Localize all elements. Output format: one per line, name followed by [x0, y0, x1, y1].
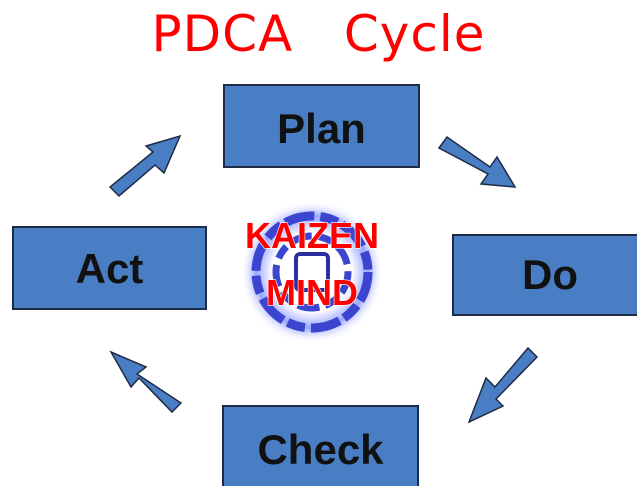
act-label: Act	[76, 245, 144, 292]
logo-text-kaizen: KAIZEN	[245, 215, 379, 256]
act-stage: Act	[12, 226, 207, 310]
logo-ring-inner	[272, 232, 352, 312]
arrow-check-to-act	[109, 350, 183, 414]
plan-label: Plan	[277, 105, 366, 152]
kaizen-mind-logo: KAIZEN MIND	[240, 200, 384, 344]
plan-box	[223, 84, 420, 168]
logo-glow	[240, 200, 384, 344]
arrow-act-to-plan	[108, 134, 182, 198]
do-box	[452, 234, 637, 316]
arrow-do-to-check	[467, 346, 539, 424]
plan-stage: Plan	[223, 84, 420, 168]
act-box	[12, 226, 207, 310]
check-box	[222, 405, 419, 486]
do-stage: Do	[452, 234, 637, 316]
diagram-title: PDCA Cycle	[151, 5, 486, 63]
do-label: Do	[522, 251, 578, 298]
logo-ring-outer	[251, 211, 373, 333]
arrow-plan-to-do	[437, 135, 517, 188]
logo-center-glyph	[294, 252, 330, 292]
logo-text-mind: MIND	[266, 272, 358, 313]
check-label: Check	[257, 426, 384, 473]
check-stage: Check	[222, 405, 419, 486]
